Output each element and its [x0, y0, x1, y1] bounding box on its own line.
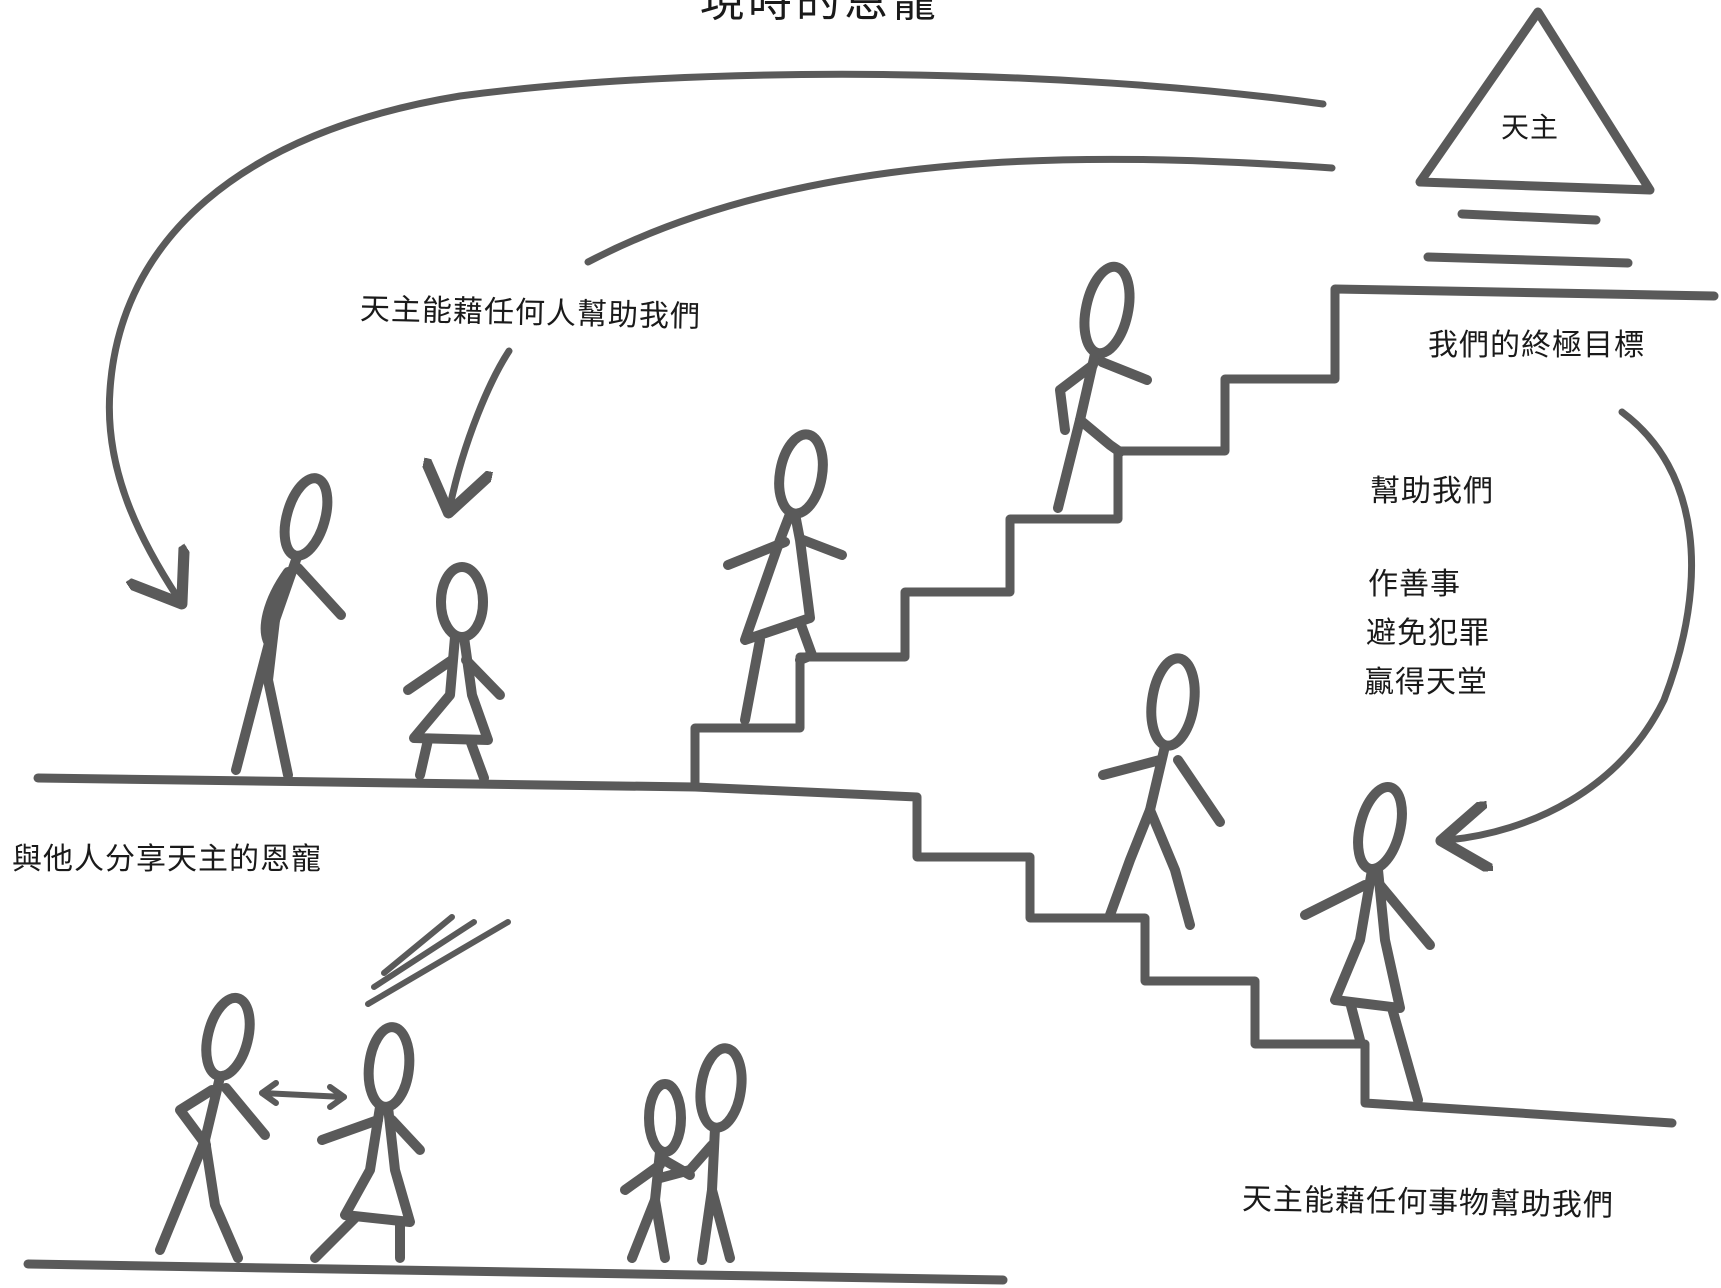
woman-figure-stairs-1: [723, 429, 847, 725]
do-good-label: 作善事: [1368, 567, 1461, 602]
child-figure-walking: [620, 1079, 695, 1263]
avoid-sin-label: 避免犯罪: [1366, 616, 1490, 651]
upward-staircase: [33, 284, 1719, 792]
inner-grace-arc: [584, 155, 1336, 266]
win-heaven-label: 贏得天堂: [1364, 665, 1488, 700]
man-figure-stairs-2: [1053, 261, 1152, 513]
people-help-arrow: [450, 347, 513, 506]
help-through-people-label: 天主能藉任何人幫助我們: [359, 292, 702, 335]
share-grace-label: 與他人分享天主的恩寵: [12, 842, 322, 877]
diagram-title: 現時的恩寵: [700, 0, 940, 27]
ultimate-goal-label: 我們的終極目標: [1428, 328, 1645, 363]
god-triangle-icon: [1415, 7, 1655, 268]
god-label: 天主: [1501, 111, 1560, 144]
woman-figure-talking: [310, 1022, 425, 1263]
bottom-ground-line: [23, 1259, 1008, 1285]
grace-rays-bottom: [365, 914, 511, 1007]
downward-staircase: [690, 782, 1677, 1128]
girl-figure-ground: [403, 562, 505, 783]
outer-grace-arc: [105, 70, 1327, 598]
help-us-label: 幫助我們: [1370, 474, 1494, 509]
right-grace-arc: [1448, 408, 1695, 840]
conversation-arrow-icon: [259, 1080, 347, 1110]
man-figure-stairs-down-1: [1098, 653, 1225, 930]
help-through-things-label: 天主能藉任何事物幫助我們: [1241, 1182, 1615, 1224]
man-figure-ground: [231, 473, 346, 780]
man-figure-talking: [155, 992, 270, 1263]
woman-figure-stairs-down-2: [1300, 781, 1435, 1105]
grace-arcs: [105, 70, 1695, 840]
